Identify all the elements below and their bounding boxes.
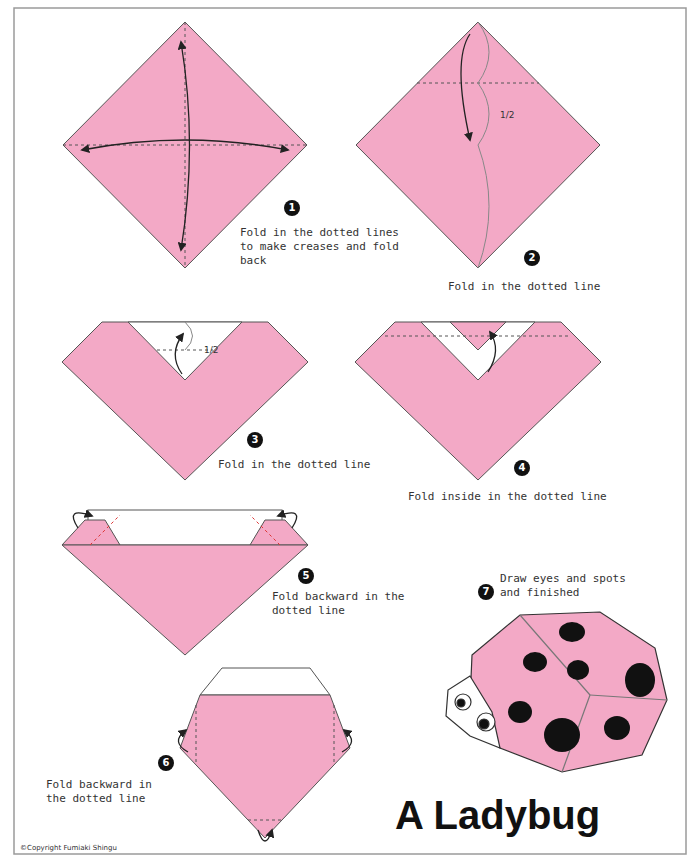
instruction-text: Fold in the dotted line bbox=[218, 458, 393, 472]
fraction-mark: 1/2 bbox=[204, 345, 218, 355]
step-number: 4 bbox=[514, 460, 530, 476]
instruction-text: Fold in the dotted line bbox=[448, 280, 628, 294]
instruction-text: Draw eyes and spots and finished bbox=[500, 572, 640, 600]
step-number: 2 bbox=[524, 250, 540, 266]
step-4 bbox=[355, 322, 601, 480]
step-5 bbox=[62, 510, 308, 655]
step-3 bbox=[62, 322, 308, 480]
instruction-text: Fold inside in the dotted line bbox=[408, 490, 638, 504]
step-number: 7 bbox=[478, 584, 494, 600]
fraction-mark: 1/2 bbox=[500, 110, 514, 120]
step-number: 3 bbox=[247, 432, 263, 448]
step-number: 5 bbox=[298, 568, 314, 584]
instruction-text: Fold backward in the dotted line bbox=[46, 778, 171, 806]
copyright-note: ©Copyright Fumiaki Shingu bbox=[20, 844, 117, 852]
instruction-text: Fold backward in the dotted line bbox=[272, 590, 407, 618]
instruction-text: Fold in the dotted lines to make creases… bbox=[240, 226, 405, 268]
step-6 bbox=[178, 668, 351, 841]
title: A Ladybug bbox=[395, 792, 600, 838]
step-number: 6 bbox=[158, 755, 174, 771]
ladybug bbox=[446, 612, 667, 772]
step-number: 1 bbox=[284, 200, 300, 216]
frame bbox=[14, 8, 686, 854]
